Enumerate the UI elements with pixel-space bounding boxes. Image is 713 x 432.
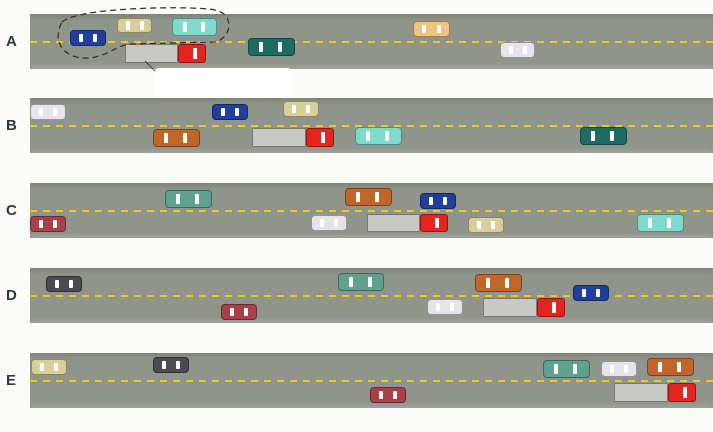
tan-car [283, 101, 319, 117]
truck-cab [668, 383, 696, 402]
blue-car [420, 193, 456, 209]
orange-car [153, 129, 200, 147]
maroon-car [30, 216, 66, 232]
tan-car [31, 359, 67, 375]
lane-divider [30, 209, 713, 212]
lane-divider [30, 379, 713, 382]
truck-trailer [252, 128, 306, 147]
green-car [165, 190, 212, 208]
cyan-car [355, 127, 402, 145]
tan-car [117, 18, 152, 33]
cyan-car [637, 214, 684, 232]
road-label: A [6, 33, 17, 50]
truck-cab [420, 214, 448, 232]
truck-cab [537, 298, 565, 317]
teal-car [580, 127, 627, 145]
maroon-car [370, 387, 406, 403]
road-label: D [6, 287, 17, 304]
white-car [427, 299, 463, 315]
orange-car [475, 274, 522, 292]
group-dashed-outline [57, 7, 230, 75]
white-car [601, 361, 637, 377]
white-car [311, 215, 347, 231]
blue-car [70, 30, 106, 46]
maroon-car [221, 304, 257, 320]
lane-divider [30, 40, 713, 43]
white-car [500, 42, 535, 58]
green-car [543, 360, 590, 378]
road-label: C [6, 202, 17, 219]
cyan-car [172, 18, 217, 36]
tan-car [468, 217, 504, 233]
road-label: B [6, 117, 17, 134]
road-label: E [6, 372, 17, 389]
orange-car [647, 358, 694, 376]
yellow-car [413, 21, 450, 37]
truck-cab [306, 128, 334, 147]
green-car [338, 273, 384, 291]
black-car [153, 357, 189, 373]
lane-divider [30, 124, 713, 127]
orange-car [345, 188, 392, 206]
white-car [30, 104, 66, 120]
callout-label-box [155, 68, 292, 97]
truck-trailer [614, 383, 668, 402]
lane-divider [30, 294, 713, 297]
truck-trailer [125, 44, 178, 63]
truck-trailer [367, 214, 420, 232]
black-car [46, 276, 82, 292]
truck-cab [178, 44, 206, 63]
blue-car [573, 285, 609, 301]
truck-trailer [483, 298, 537, 317]
teal-car [248, 38, 295, 56]
blue-car [212, 104, 248, 120]
